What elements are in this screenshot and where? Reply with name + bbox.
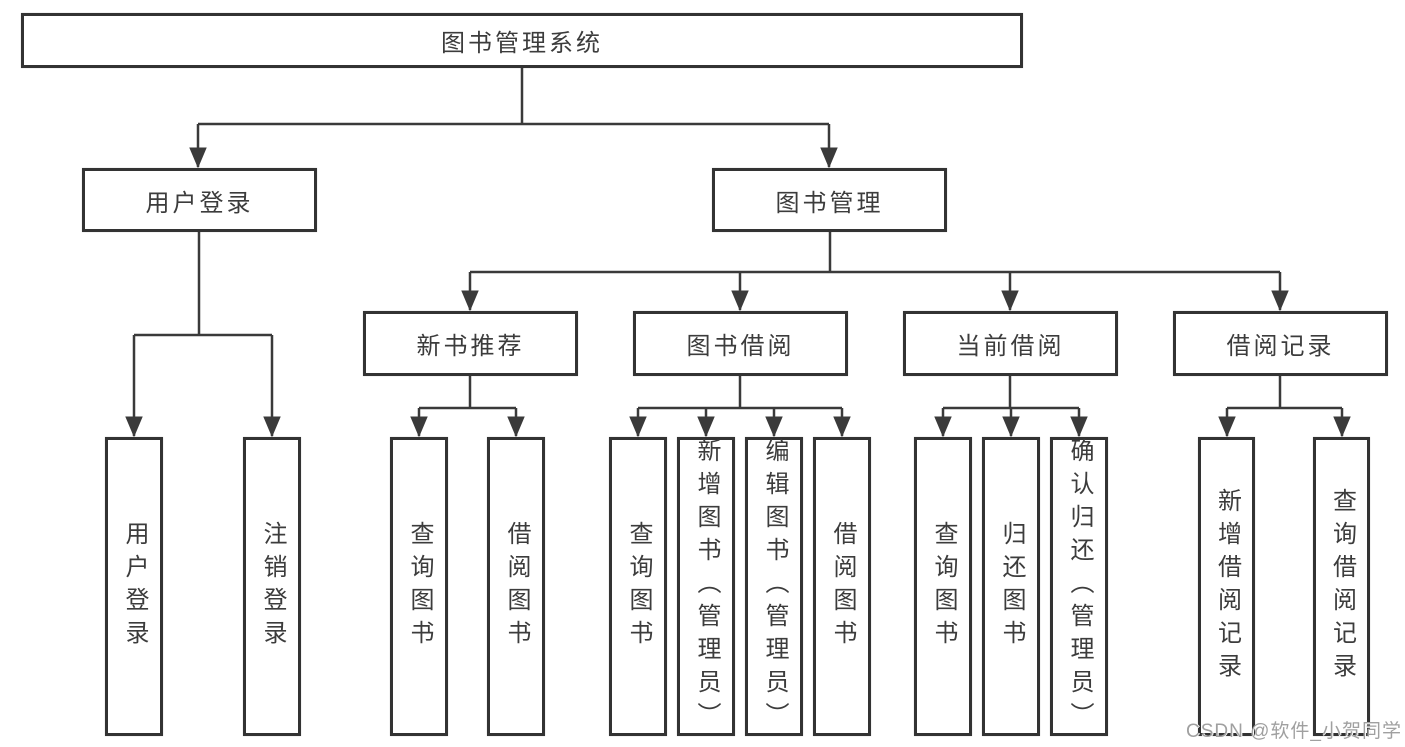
leaf-user-login: 用户登录: [105, 437, 163, 736]
node-label: 新书推荐: [416, 333, 525, 360]
leaf-add-book-admin: 新增图书（管理员）: [677, 437, 735, 736]
node-label: 借阅记录: [1226, 333, 1335, 360]
node-library-management-system: 图书管理系统: [21, 13, 1023, 68]
leaf-query-books-borrowing: 查询图书: [609, 437, 667, 736]
leaf-label: 编辑图书（管理员）: [761, 438, 788, 735]
node-label: 图书管理系统: [441, 30, 603, 57]
node-label: 图书管理: [775, 189, 884, 217]
leaf-label: 用户登录: [121, 520, 148, 653]
leaf-label: 查询图书: [930, 520, 957, 653]
leaf-label: 查询图书: [406, 520, 433, 653]
leaf-logout: 注销登录: [243, 437, 301, 736]
node-label: 当前借阅: [956, 333, 1065, 360]
leaf-borrow-books-recommendation: 借阅图书: [487, 437, 545, 736]
node-label: 用户登录: [145, 189, 254, 217]
node-user-login: 用户登录: [82, 168, 317, 232]
leaf-label: 确认归还（管理员）: [1066, 438, 1093, 735]
leaf-query-books-recommendation: 查询图书: [390, 437, 448, 736]
leaf-edit-book-admin: 编辑图书（管理员）: [745, 437, 803, 736]
leaf-label: 注销登录: [259, 520, 286, 653]
leaf-label: 归还图书: [998, 520, 1025, 653]
leaf-add-borrow-record: 新增借阅记录: [1198, 437, 1255, 736]
leaf-label: 借阅图书: [829, 520, 856, 653]
leaf-label: 新增借阅记录: [1213, 487, 1241, 686]
node-label: 图书借阅: [686, 333, 795, 360]
leaf-return-books: 归还图书: [982, 437, 1040, 736]
node-borrowing-records: 借阅记录: [1173, 311, 1388, 376]
leaf-query-borrow-record: 查询借阅记录: [1313, 437, 1370, 736]
leaf-label: 借阅图书: [503, 520, 530, 653]
node-new-book-recommendation: 新书推荐: [363, 311, 578, 376]
node-book-borrowing: 图书借阅: [633, 311, 848, 376]
csdn-watermark: CSDN @软件_小贺同学: [1186, 721, 1402, 742]
leaf-label: 新增图书（管理员）: [693, 438, 720, 735]
leaf-borrow-books: 借阅图书: [813, 437, 871, 736]
node-book-management: 图书管理: [712, 168, 947, 232]
leaf-label: 查询图书: [625, 520, 652, 653]
leaf-query-books-current: 查询图书: [914, 437, 972, 736]
node-current-borrowing: 当前借阅: [903, 311, 1118, 376]
leaf-label: 查询借阅记录: [1328, 487, 1356, 686]
leaf-confirm-return-admin: 确认归还（管理员）: [1050, 437, 1108, 736]
